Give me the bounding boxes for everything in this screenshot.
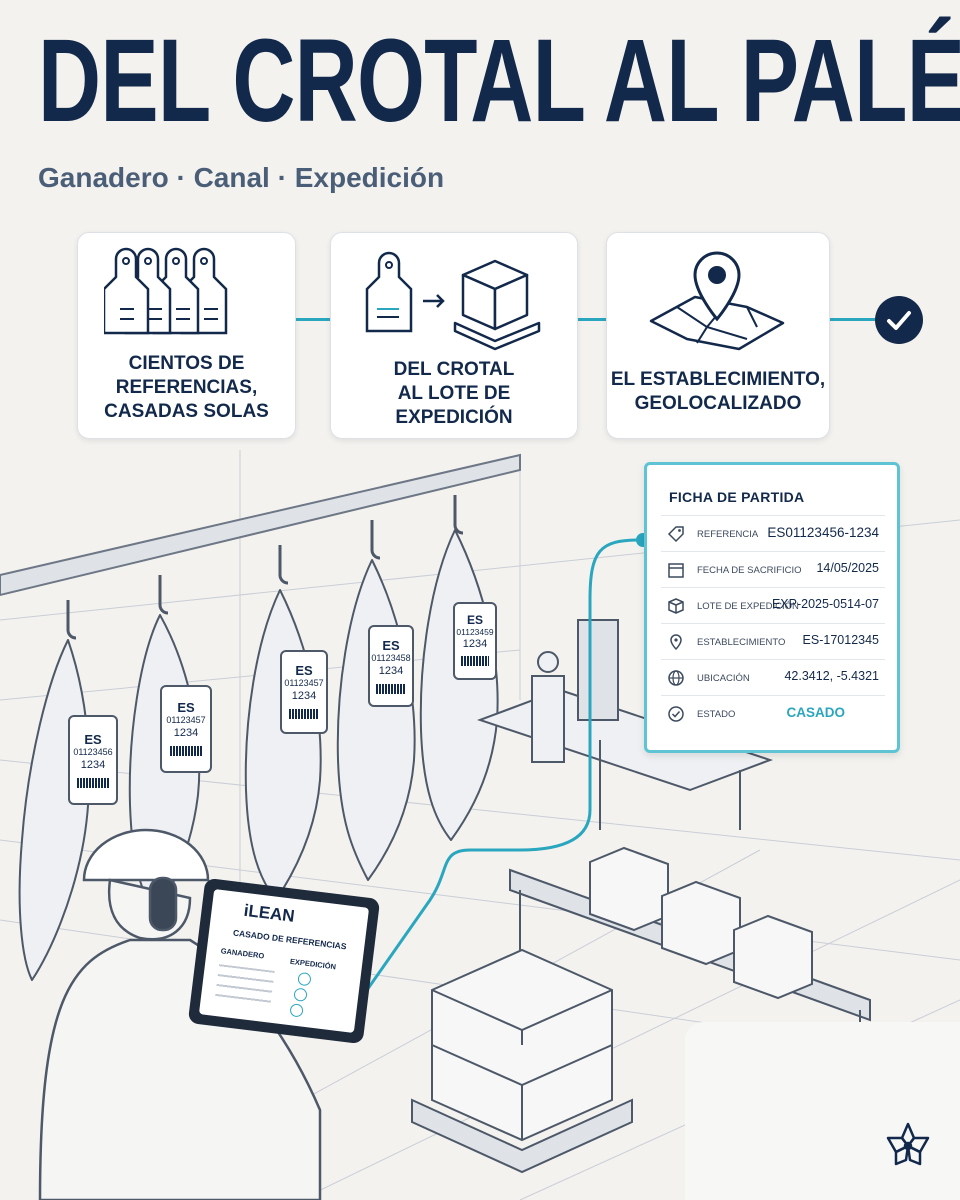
check-circle-icon <box>667 705 685 723</box>
check-circle-icon[interactable] <box>289 1003 304 1018</box>
barcode-icon <box>289 709 319 719</box>
record-value: 42.3412, -5.4321 <box>784 669 879 683</box>
tag-country: ES <box>295 663 313 678</box>
connector-line <box>295 318 330 321</box>
tablet-heading: CASADO DE REFERENCIAS <box>232 927 348 952</box>
barcode-icon <box>170 746 202 756</box>
tag-country: ES <box>382 638 400 653</box>
batch-record-card: FICHA DE PARTIDA Referencia ES01123456-1… <box>644 462 900 753</box>
record-label: Estado <box>697 709 736 720</box>
map-pin-icon <box>647 247 787 357</box>
calendar-icon <box>667 561 685 579</box>
barcode-icon <box>461 656 489 666</box>
tag-number: 01123458 <box>371 653 411 663</box>
record-value: EXP-2025-0514-07 <box>771 597 879 611</box>
record-row: Referencia ES01123456-1234 <box>661 515 885 552</box>
tag-country: ES <box>177 700 195 715</box>
check-circle-icon[interactable] <box>293 987 308 1003</box>
globe-icon <box>667 669 685 687</box>
record-row: Ubicación 42.3412, -5.4321 <box>661 659 885 696</box>
tablet-device: iLEAN CASADO DE REFERENCIAS GANADERO EXP… <box>187 877 381 1045</box>
carcass-tag: ES 01123459 1234 <box>453 602 497 680</box>
step-card-references: CIENTOS DE REFERENCIAS, CASADAS SOLAS <box>77 232 296 439</box>
barcode-icon <box>77 778 109 788</box>
carcass-tag: ES 01123457 1234 <box>160 685 212 773</box>
record-row: Lote de expedición EXP-2025-0514-07 <box>661 587 885 624</box>
tag-suffix: 1234 <box>462 638 488 650</box>
tag-suffix: 1234 <box>291 690 317 702</box>
record-title: FICHA DE PARTIDA <box>669 489 805 505</box>
corner-panel <box>685 1022 960 1200</box>
carcass-tag: ES 01123458 1234 <box>368 625 414 707</box>
tag-suffix: 1234 <box>173 727 199 739</box>
page-title: DEL CROTAL AL PALÉ <box>38 15 960 147</box>
page-subtitle: Ganadero · Canal · Expedición <box>38 162 445 193</box>
tablet-column-expedicion: EXPEDICIÓN <box>289 956 337 972</box>
record-label: Fecha de sacrificio <box>697 565 802 576</box>
flower-logo-icon <box>882 1120 934 1172</box>
step-card-location: EL ESTABLECIMIENTO, GEOLOCALIZADO <box>606 232 830 439</box>
tablet-list <box>214 964 275 1007</box>
status-badge: CASADO <box>786 705 845 720</box>
connector-line <box>576 318 606 321</box>
barcode-icon <box>376 684 406 694</box>
record-row: Fecha de sacrificio 14/05/2025 <box>661 551 885 588</box>
tag-icon <box>667 525 685 543</box>
tag-suffix: 1234 <box>80 759 106 771</box>
carcass-tag: ES 01123456 1234 <box>68 715 118 805</box>
step-label: CIENTOS DE REFERENCIAS, CASADAS SOLAS <box>104 353 269 422</box>
record-label: Ubicación <box>697 673 750 684</box>
step-label: EL ESTABLECIMIENTO, GEOLOCALIZADO <box>610 369 826 414</box>
record-value: 14/05/2025 <box>816 561 879 575</box>
record-value: ES-17012345 <box>802 633 879 647</box>
box-icon <box>667 597 685 615</box>
tag-number: 01123457 <box>166 715 206 725</box>
record-label: Lote de expedición <box>697 601 799 612</box>
tablet-screen: iLEAN CASADO DE REFERENCIAS GANADERO EXP… <box>198 888 370 1034</box>
record-label: Referencia <box>697 529 759 540</box>
record-value: ES01123456-1234 <box>767 525 879 540</box>
record-row: Estado CASADO <box>661 695 885 732</box>
record-row: Establecimiento ES-17012345 <box>661 623 885 660</box>
carcass-tag: ES 01123457 1234 <box>280 650 328 734</box>
brand-logo: iLEAN <box>242 900 296 926</box>
connector-line <box>828 318 876 321</box>
ear-tags-icon <box>102 247 269 337</box>
tag-country: ES <box>466 613 483 627</box>
check-circle-icon[interactable] <box>297 971 312 987</box>
step-label: DEL CROTAL AL LOTE DE EXPEDICIÓN <box>393 359 515 428</box>
checkmark-icon <box>875 296 923 344</box>
step-card-batch: DEL CROTAL AL LOTE DE EXPEDICIÓN <box>330 232 578 439</box>
tag-number: 01123457 <box>284 678 324 688</box>
tag-suffix: 1234 <box>378 665 404 677</box>
tablet-column-ganadero: GANADERO <box>220 946 265 961</box>
tag-country: ES <box>84 732 102 747</box>
location-pin-icon <box>667 633 685 651</box>
tag-number: 01123456 <box>73 747 113 757</box>
tag-number: 01123459 <box>456 627 494 637</box>
record-label: Establecimiento <box>697 637 786 648</box>
tag-to-pallet-icon <box>359 251 549 351</box>
